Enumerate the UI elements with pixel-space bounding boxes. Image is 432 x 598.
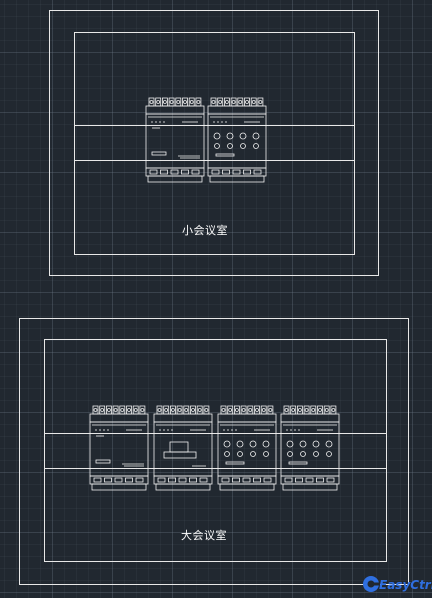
easyctrl-logo-icon — [363, 576, 380, 592]
large-room-inner-wall — [44, 339, 387, 562]
small-room-outer-wall — [49, 10, 379, 276]
large-room-module-2 — [153, 405, 213, 491]
large-room-module-1 — [89, 405, 149, 491]
large-room-label: 大会议室 — [181, 529, 227, 542]
small-room-label: 小会议室 — [182, 224, 228, 237]
large-room-outer-wall — [19, 318, 409, 585]
small-room-module-1 — [145, 97, 205, 183]
easyctrl-logo-text: EasyCtrl — [379, 578, 432, 592]
large-room-module-4 — [280, 405, 340, 491]
large-room-module-3 — [217, 405, 277, 491]
small-room-inner-wall — [74, 32, 355, 255]
easyctrl-logo — [362, 574, 380, 598]
small-room-module-2 — [207, 97, 267, 183]
